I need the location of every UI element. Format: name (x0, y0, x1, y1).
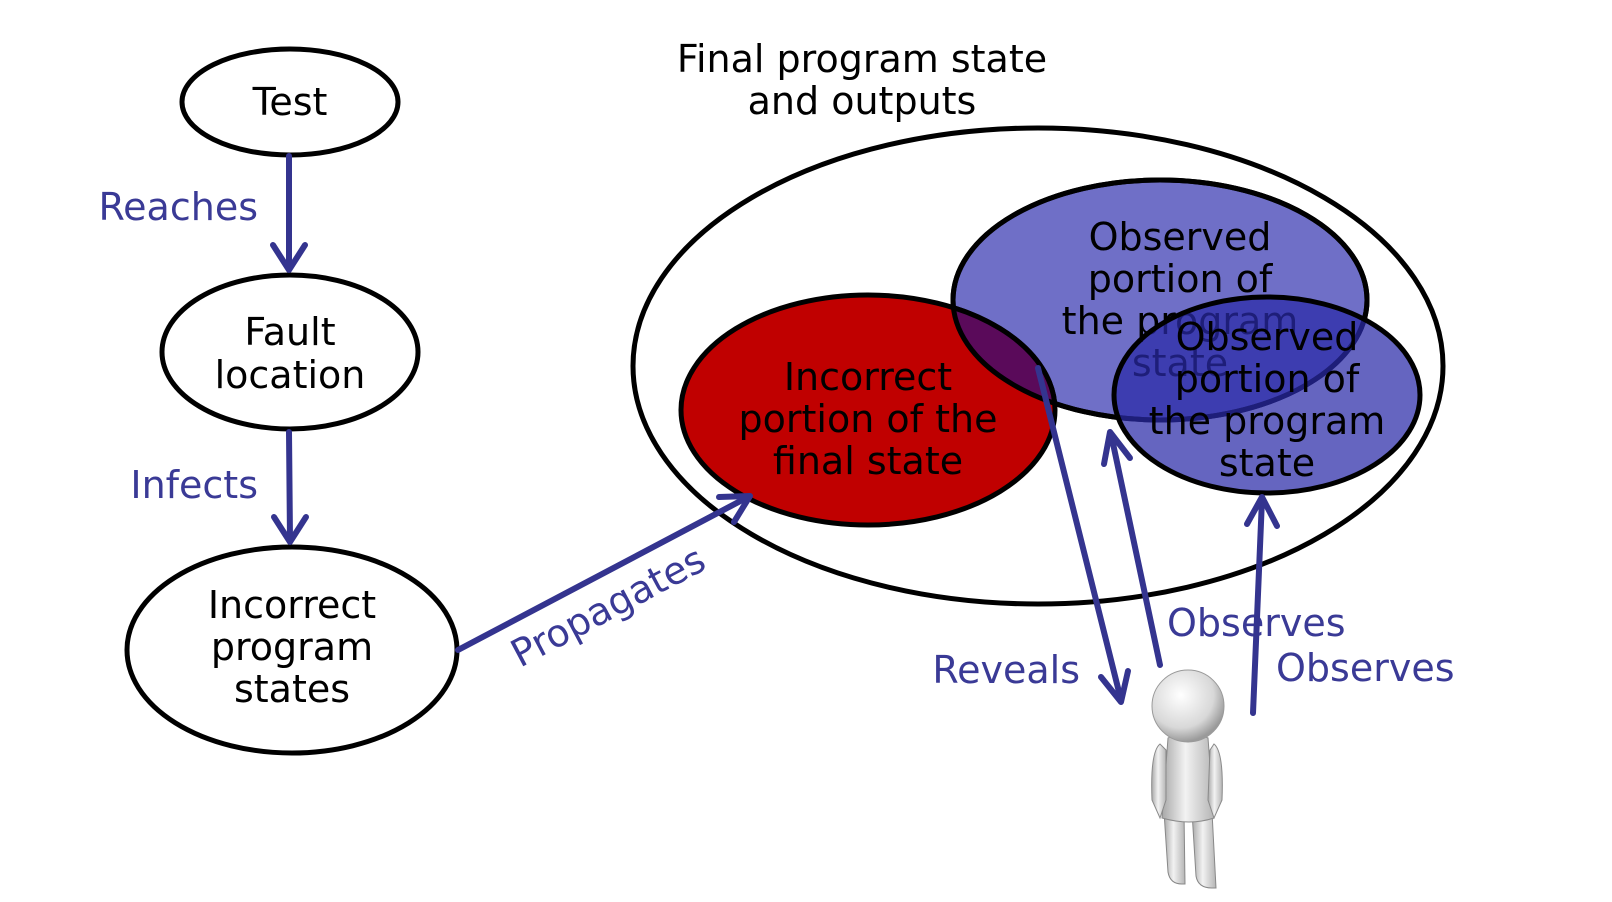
final-state-title-line1: Final program state (677, 37, 1047, 81)
incorrect-portion-label-line2: portion of the (739, 397, 998, 441)
observes-2-arrowhead (1244, 494, 1280, 529)
reveals-label: Reveals (932, 648, 1080, 692)
figure-right-leg (1191, 811, 1217, 889)
propagates-arrowhead (716, 493, 753, 525)
observed-portion-2 (1111, 294, 1423, 496)
figure-torso (1161, 732, 1215, 823)
observes-2-label: Observes (1276, 646, 1455, 690)
figure-left-arm (1151, 743, 1167, 820)
infects-arrowhead (271, 514, 309, 545)
reaches-label: Reaches (98, 185, 258, 229)
observed-2-label-line3: the program (1149, 399, 1386, 443)
infects-edge (271, 429, 309, 545)
observed-1-label-line2: portion of (1088, 257, 1274, 301)
observes-edge-2 (1244, 494, 1280, 716)
fault-location-label-line1: Fault (244, 310, 335, 354)
propagates-arrow-line (455, 494, 751, 653)
observes-1-arrowhead (1101, 429, 1133, 467)
fault-location-node: Fault location (159, 272, 421, 432)
test-node: Test (179, 46, 401, 158)
reveals-edge (1035, 365, 1131, 705)
reveals-arrowhead (1098, 668, 1131, 705)
reveals-arrow-line (1035, 365, 1124, 703)
final-state-title-line2: and outputs (748, 79, 977, 123)
incorrect-portion-label-line1: Incorrect (784, 355, 952, 399)
observed-2-label-line4: state (1219, 441, 1315, 485)
fault-location-label-line2: location (215, 353, 366, 397)
incorrect-program-states-node: Incorrect program states (124, 544, 460, 756)
reaches-edge (270, 153, 308, 273)
incorrect-states-label-line3: states (234, 667, 350, 711)
incorrect-states-label-line1: Incorrect (208, 583, 376, 627)
infects-label: Infects (130, 463, 258, 507)
incorrect-states-label-line2: program (211, 625, 373, 669)
incorrect-portion (678, 292, 1058, 528)
observes-1-arrow-line (1108, 431, 1163, 668)
observes-2-arrow-line (1250, 496, 1265, 716)
observed-1-label-line1: Observed (1089, 215, 1272, 259)
person-figure-icon (1151, 669, 1225, 889)
propagates-edge (455, 493, 753, 653)
observed-2-label-line2: portion of (1175, 357, 1361, 401)
observes-edge-1 (1101, 429, 1163, 668)
observed-2-label-line1: Observed (1176, 315, 1359, 359)
infects-arrow-line (286, 429, 293, 543)
figure-head (1151, 669, 1225, 743)
figure-left-leg (1163, 811, 1186, 885)
figure-right-arm (1207, 743, 1223, 820)
test-label: Test (252, 80, 328, 124)
incorrect-portion-label-line3: final state (773, 439, 963, 483)
reaches-arrowhead (270, 242, 308, 273)
